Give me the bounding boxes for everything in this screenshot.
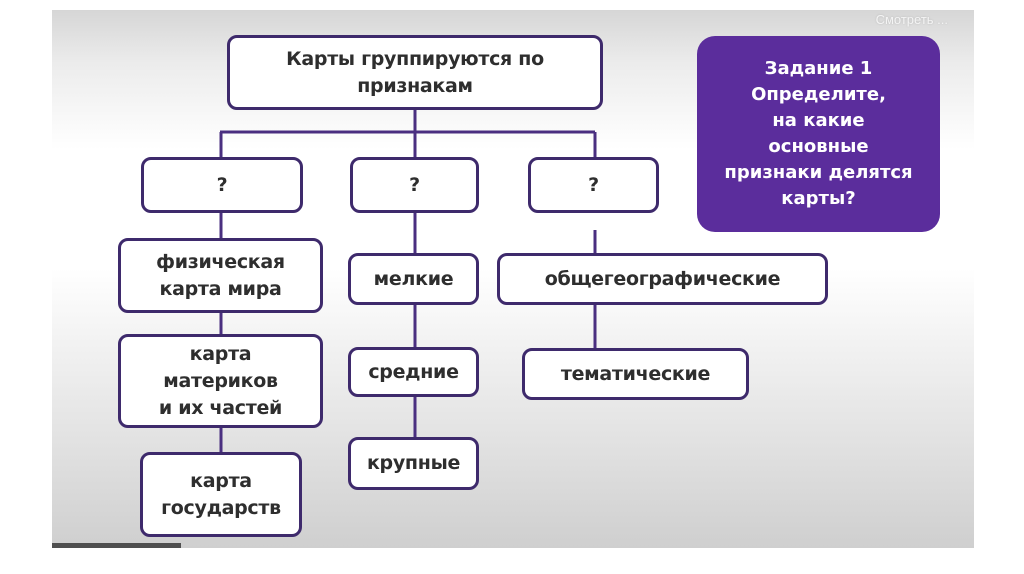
- category-box-3: ?: [528, 157, 659, 213]
- box-line: материков: [163, 369, 278, 392]
- box-line: карта мира: [159, 277, 282, 300]
- video-player[interactable]: Смотреть ...: [52, 10, 974, 548]
- video-progress-fill: [52, 543, 182, 548]
- task-line: Определите,: [751, 84, 886, 105]
- video-progress-bar[interactable]: [52, 543, 974, 548]
- root-line-2: признакам: [357, 74, 473, 97]
- box-line: государств: [161, 496, 281, 519]
- category-2-label: ?: [409, 173, 420, 196]
- category-1-label: ?: [216, 173, 228, 196]
- category-box-1: ?: [141, 157, 303, 213]
- task-line: основные: [768, 136, 869, 157]
- connector-lines: [219, 102, 597, 452]
- box-line: мелкие: [373, 267, 454, 290]
- root-box: Карты группируются по признакам: [227, 35, 603, 110]
- box-line: карта: [189, 342, 252, 365]
- large-scale-box: крупные: [348, 437, 479, 490]
- category-3-label: ?: [588, 173, 599, 196]
- watch-overlay-link[interactable]: Смотреть ...: [875, 12, 948, 27]
- box-line: тематические: [560, 362, 711, 385]
- general-geographic-box: общегеографические: [497, 253, 828, 305]
- box-line: физическая: [156, 250, 285, 273]
- physical-world-map-box: физическая карта мира: [118, 238, 323, 313]
- task-line: карты?: [781, 188, 856, 209]
- box-line: общегеографические: [544, 267, 781, 290]
- task-box: Задание 1 Определите, на какие основные …: [697, 36, 940, 232]
- box-line: карта: [190, 469, 252, 492]
- box-line: и их частей: [158, 396, 283, 419]
- category-box-2: ?: [350, 157, 479, 213]
- thematic-box: тематические: [522, 348, 749, 400]
- medium-scale-box: средние: [348, 347, 479, 397]
- continents-map-box: карта материков и их частей: [118, 334, 323, 428]
- box-line: средние: [368, 360, 459, 383]
- states-map-box: карта государств: [140, 452, 302, 537]
- root-line-1: Карты группируются по: [286, 47, 544, 70]
- small-scale-box: мелкие: [348, 253, 479, 305]
- box-line: крупные: [366, 452, 461, 474]
- task-line: признаки делятся: [724, 162, 913, 183]
- task-line: Задание 1: [764, 58, 873, 79]
- task-line: на какие: [772, 110, 865, 131]
